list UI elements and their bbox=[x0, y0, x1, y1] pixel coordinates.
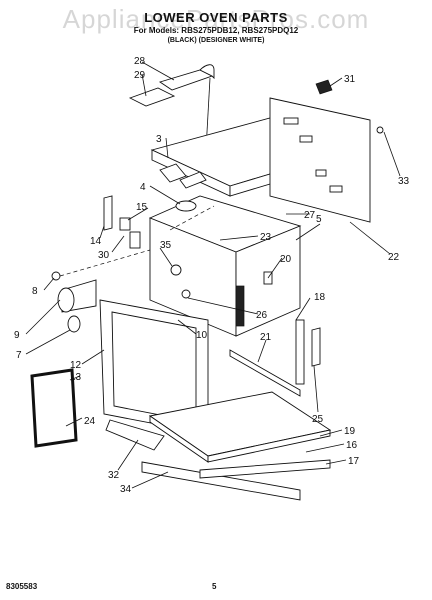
oven-cavity bbox=[148, 195, 302, 337]
diagram-title: LOWER OVEN PARTS bbox=[144, 10, 288, 25]
switch-parts bbox=[103, 195, 197, 249]
watermark: AppliancePartsPros.com bbox=[62, 4, 370, 34]
callout-33: 33 bbox=[398, 176, 410, 187]
callout-32: 32 bbox=[108, 470, 120, 481]
callout-34: 34 bbox=[120, 484, 132, 495]
locator-line bbox=[169, 205, 215, 231]
callout-19: 19 bbox=[344, 426, 356, 437]
vent-duct bbox=[128, 64, 215, 151]
color-variants: (BLACK) (DESIGNER WHITE) bbox=[167, 37, 265, 44]
callout-26: 26 bbox=[256, 310, 268, 321]
callout-3: 3 bbox=[156, 134, 162, 145]
callout-27: 27 bbox=[304, 210, 316, 221]
callout-5: 5 bbox=[316, 214, 322, 225]
leader-lines bbox=[25, 61, 401, 489]
callout-13: 13 bbox=[70, 372, 82, 383]
callout-18: 18 bbox=[314, 292, 326, 303]
callout-31: 31 bbox=[344, 74, 356, 85]
callout-24: 24 bbox=[84, 416, 96, 427]
callout-30: 30 bbox=[98, 250, 110, 261]
callout-25: 25 bbox=[312, 414, 324, 425]
callout-21: 21 bbox=[260, 332, 272, 343]
callout-9: 9 bbox=[14, 330, 20, 341]
light-assembly bbox=[51, 271, 97, 333]
callout-22: 22 bbox=[388, 252, 400, 263]
page-number: 5 bbox=[212, 582, 217, 591]
callout-7: 7 bbox=[16, 350, 22, 361]
callout-16: 16 bbox=[346, 440, 358, 451]
callout-35: 35 bbox=[160, 240, 172, 251]
locator-line bbox=[59, 249, 151, 277]
bottom-panel bbox=[148, 391, 332, 463]
callout-15: 15 bbox=[136, 202, 148, 213]
door-gasket bbox=[30, 368, 78, 448]
callout-12: 12 bbox=[70, 360, 82, 371]
callout-17: 17 bbox=[348, 456, 360, 467]
callout-numbers: 28 29 31 3 33 4 15 27 5 14 23 35 30 20 2… bbox=[14, 56, 410, 495]
callout-10: 10 bbox=[196, 330, 208, 341]
callout-8: 8 bbox=[32, 286, 38, 297]
model-numbers: For Models: RBS275PDB12, RBS275PDQ12 bbox=[133, 26, 299, 35]
lower-trim bbox=[105, 419, 331, 501]
callout-20: 20 bbox=[280, 254, 292, 265]
callout-4: 4 bbox=[140, 182, 146, 193]
rear-panel bbox=[269, 97, 384, 223]
document-code: 8305583 bbox=[6, 582, 38, 591]
side-rails bbox=[229, 319, 321, 397]
callout-28: 28 bbox=[134, 56, 146, 67]
callout-29: 29 bbox=[134, 70, 146, 81]
callout-14: 14 bbox=[90, 236, 102, 247]
door-frame bbox=[99, 299, 209, 435]
callout-23: 23 bbox=[260, 232, 272, 243]
bracket-31 bbox=[315, 79, 333, 95]
